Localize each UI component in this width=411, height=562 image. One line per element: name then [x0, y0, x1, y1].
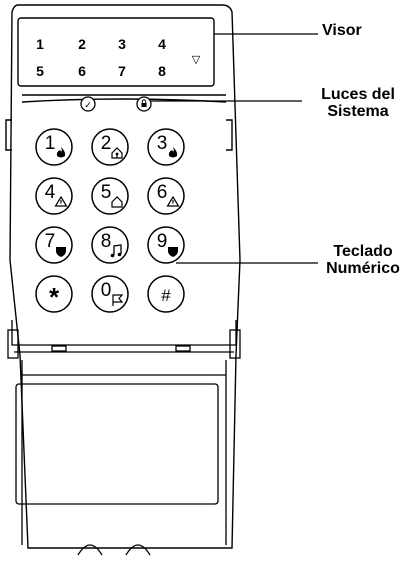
- key-label: 1: [45, 133, 56, 154]
- zone-digits: 1 2 3 4 5 6 7 8 ▽: [36, 36, 201, 79]
- key-label: 2: [101, 133, 112, 154]
- display-arrow-icon: ▽: [192, 53, 201, 66]
- key-label: 0: [101, 280, 112, 301]
- shield-icon: [168, 247, 178, 257]
- music-note-icon: [113, 244, 122, 255]
- home-icon: [111, 196, 123, 208]
- key-shape: [91, 275, 129, 313]
- zone-digit: 5: [36, 63, 44, 79]
- key-2-button[interactable]: 2: [91, 128, 129, 166]
- callout-luces: Luces del Sistema: [306, 86, 410, 120]
- zone-digit: 4: [158, 36, 166, 52]
- key-shape: [147, 275, 185, 313]
- key-label: 7: [45, 231, 56, 252]
- fire-icon: [56, 147, 66, 158]
- keypad-housing: [5, 4, 241, 549]
- warning-icon: [54, 195, 68, 207]
- lock-icon: [141, 103, 147, 107]
- key-shape: [147, 177, 185, 215]
- lock-shackle: [141, 99, 147, 103]
- key-label: 5: [101, 182, 112, 203]
- key-3-button[interactable]: 3: [147, 128, 185, 166]
- shield-icon: [56, 247, 66, 257]
- callout-teclado-line2: Numérico: [326, 260, 400, 277]
- key-shape: [35, 177, 73, 215]
- key-shape: [91, 177, 129, 215]
- key-shape: [91, 128, 129, 166]
- key-5-button[interactable]: 5: [91, 177, 129, 215]
- ready-light-symbol: ✓: [84, 101, 92, 111]
- ready-light: [80, 96, 96, 112]
- key-star-button[interactable]: *: [35, 275, 73, 313]
- callout-teclado: Teclado Numérico: [318, 243, 408, 277]
- key-8-button[interactable]: 8: [91, 226, 129, 264]
- key-7-button[interactable]: 7: [35, 226, 73, 264]
- lid-panel: [15, 383, 219, 505]
- key-1-button[interactable]: 1: [35, 128, 73, 166]
- key-4-button[interactable]: 4: [35, 177, 73, 215]
- key-9-button[interactable]: 9: [147, 226, 185, 264]
- callout-visor: Visor: [322, 22, 362, 39]
- numeric-keys: 1 2 3 4 5 6 7 8 9 * 0 #: [35, 128, 185, 313]
- flag-icon: [112, 294, 124, 306]
- fire-icon: [168, 147, 178, 158]
- callout-visor-text: Visor: [322, 22, 362, 39]
- system-lights: ✓: [80, 96, 152, 112]
- zone-digit: 6: [78, 63, 86, 79]
- warning-icon: [166, 195, 180, 207]
- key-0-button[interactable]: 0: [91, 275, 129, 313]
- house-people-icon: [111, 147, 123, 159]
- keypad-lid: [7, 320, 241, 556]
- key-label: 8: [101, 231, 112, 252]
- zone-digit: 7: [118, 63, 126, 79]
- callout-luces-line1: Luces del: [321, 86, 395, 103]
- key-hash-button[interactable]: #: [147, 275, 185, 313]
- key-label: *: [49, 282, 60, 312]
- display-window: [17, 17, 215, 87]
- leader-lines: [150, 33, 318, 264]
- zone-digit: 8: [158, 63, 166, 79]
- key-label: 3: [157, 133, 168, 154]
- key-label: #: [161, 286, 171, 305]
- zone-digit: 2: [78, 36, 86, 52]
- key-6-button[interactable]: 6: [147, 177, 185, 215]
- key-label: 4: [45, 182, 56, 203]
- zone-digit: 1: [36, 36, 44, 52]
- key-label: 6: [157, 182, 168, 203]
- key-label: 9: [157, 231, 168, 252]
- key-shape: [35, 275, 73, 313]
- callout-luces-line2: Sistema: [327, 103, 389, 120]
- callout-teclado-line1: Teclado: [333, 243, 393, 260]
- zone-digit: 3: [118, 36, 126, 52]
